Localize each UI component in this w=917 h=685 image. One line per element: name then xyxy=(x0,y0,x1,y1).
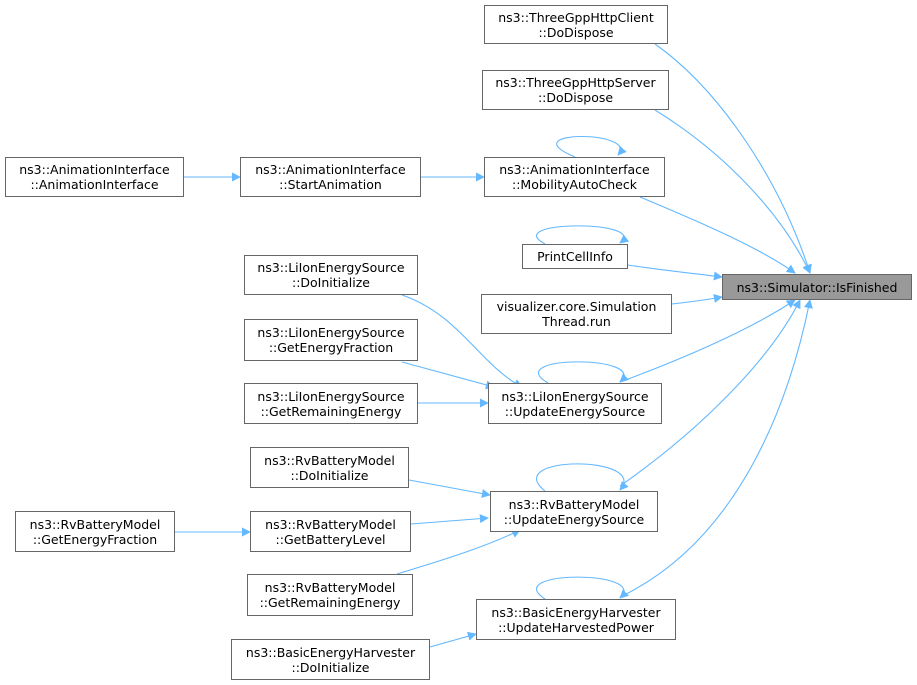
node-rv-level-line1: ns3::RvBatteryModel xyxy=(265,516,396,532)
node-rv-level-line2: ::GetBatteryLevel xyxy=(275,531,386,547)
node-rv-remain-line2: ::GetRemainingEnergy xyxy=(259,595,401,610)
node-liion-frac-line1: ns3::LiIonEnergySource xyxy=(257,325,405,340)
node-liion-update-line1: ns3::LiIonEnergySource xyxy=(501,388,649,404)
node-client-dodispose-line2: ::DoDispose xyxy=(538,24,614,40)
node-rv-update-line1: ns3::RvBatteryModel xyxy=(508,496,640,512)
node-anim-start-line1: ns3::AnimationInterface xyxy=(255,162,406,177)
edge-rv-update-to-isfinished xyxy=(619,299,801,487)
node-isfinished[interactable]: ns3::Simulator::IsFinished xyxy=(722,274,912,300)
node-harv-update-line2: ::UpdateHarvestedPower xyxy=(498,619,654,635)
edge-rv-init-to-update xyxy=(408,479,491,498)
edge-server-dodispose-to-isfinished xyxy=(654,109,811,274)
edge-printcell-self xyxy=(535,225,630,245)
node-harv-init-line2: ::DoInitialize xyxy=(291,659,370,675)
node-rv-update[interactable]: ns3::RvBatteryModel ::UpdateEnergySource xyxy=(490,491,658,532)
node-client-dodispose[interactable]: ns3::ThreeGppHttpClient ::DoDispose xyxy=(484,5,668,44)
node-visualizer-line1: visualizer.core.Simulation xyxy=(496,299,657,314)
node-server-dodispose-line1: ns3::ThreeGppHttpServer xyxy=(495,75,656,90)
node-liion-frac-line2: ::GetEnergyFraction xyxy=(268,340,394,355)
node-rv-init[interactable]: ns3::RvBatteryModel ::DoInitialize xyxy=(250,447,409,488)
node-rv-frac-line2: ::GetEnergyFraction xyxy=(32,531,158,547)
edge-liion-init-to-update xyxy=(401,294,523,388)
node-liion-remain-line1: ns3::LiIonEnergySource xyxy=(257,388,405,404)
edge-rv-remain-to-update xyxy=(396,529,521,575)
node-anim-mobility[interactable]: ns3::AnimationInterface ::MobilityAutoCh… xyxy=(484,157,665,197)
edge-rv-level-to-update xyxy=(410,514,489,525)
node-anim-mobility-line1: ns3::AnimationInterface xyxy=(499,162,650,177)
node-rv-remain[interactable]: ns3::RvBatteryModel ::GetRemainingEnergy xyxy=(247,574,413,616)
edge-mobility-to-isfinished xyxy=(639,196,796,274)
node-rv-init-line2: ::DoInitialize xyxy=(290,467,369,483)
node-printcell-line1: PrintCellInfo xyxy=(537,249,613,264)
edge-liion-frac-to-update xyxy=(401,361,495,390)
edge-visualizer-to-isfinished xyxy=(671,293,723,305)
node-liion-frac[interactable]: ns3::LiIonEnergySource ::GetEnergyFracti… xyxy=(244,319,418,361)
edge-printcell-to-isfinished xyxy=(627,264,723,281)
node-liion-remain[interactable]: ns3::LiIonEnergySource ::GetRemainingEne… xyxy=(244,383,418,424)
edge-harv-update-to-isfinished xyxy=(619,299,813,598)
node-harv-update[interactable]: ns3::BasicEnergyHarvester ::UpdateHarves… xyxy=(476,599,676,640)
node-anim-ctor[interactable]: ns3::AnimationInterface ::AnimationInter… xyxy=(5,157,184,197)
node-rv-init-line1: ns3::RvBatteryModel xyxy=(264,452,395,468)
node-rv-frac[interactable]: ns3::RvBatteryModel ::GetEnergyFraction xyxy=(15,511,175,552)
node-server-dodispose-line2: ::DoDispose xyxy=(537,90,614,105)
edge-mobility-self xyxy=(556,135,627,158)
node-harv-init-line1: ns3::BasicEnergyHarvester xyxy=(245,644,416,660)
node-anim-start[interactable]: ns3::AnimationInterface ::StartAnimation xyxy=(240,157,421,197)
node-anim-ctor-line1: ns3::AnimationInterface xyxy=(19,162,170,177)
node-client-dodispose-line1: ns3::ThreeGppHttpClient xyxy=(498,9,654,25)
node-rv-update-line2: ::UpdateEnergySource xyxy=(503,511,645,527)
node-liion-init-line1: ns3::LiIonEnergySource xyxy=(257,260,405,275)
node-anim-ctor-line2: ::AnimationInterface xyxy=(30,177,159,192)
node-rv-remain-line1: ns3::RvBatteryModel xyxy=(264,580,396,595)
node-visualizer-line2: Thread.run xyxy=(542,314,611,329)
node-liion-update-line2: ::UpdateEnergySource xyxy=(504,403,646,419)
node-anim-start-line2: ::StartAnimation xyxy=(279,177,382,192)
node-rv-frac-line1: ns3::RvBatteryModel xyxy=(29,516,161,532)
edge-client-dodispose-to-isfinished xyxy=(654,43,812,274)
edge-liion-update-to-isfinished xyxy=(619,299,796,383)
node-liion-init[interactable]: ns3::LiIonEnergySource ::DoInitialize xyxy=(244,255,418,295)
node-server-dodispose[interactable]: ns3::ThreeGppHttpServer ::DoDispose xyxy=(482,70,669,110)
node-printcell[interactable]: PrintCellInfo xyxy=(522,244,628,269)
edge-rv-update-self xyxy=(535,463,629,492)
edge-harv-init-to-update xyxy=(429,631,477,648)
node-liion-update[interactable]: ns3::LiIonEnergySource ::UpdateEnergySou… xyxy=(488,383,662,424)
node-harv-init[interactable]: ns3::BasicEnergyHarvester ::DoInitialize xyxy=(231,639,430,680)
edge-liion-update-self xyxy=(537,361,630,384)
node-liion-init-line2: ::DoInitialize xyxy=(291,275,370,290)
node-visualizer[interactable]: visualizer.core.Simulation Thread.run xyxy=(481,294,672,334)
node-harv-update-line1: ns3::BasicEnergyHarvester xyxy=(491,604,661,620)
node-liion-remain-line2: ::GetRemainingEnergy xyxy=(260,403,402,419)
node-isfinished-line1: ns3::Simulator::IsFinished xyxy=(736,279,898,295)
node-anim-mobility-line2: ::MobilityAutoCheck xyxy=(512,177,637,192)
edge-harv-update-self xyxy=(535,576,629,600)
node-rv-level[interactable]: ns3::RvBatteryModel ::GetBatteryLevel xyxy=(250,511,411,552)
